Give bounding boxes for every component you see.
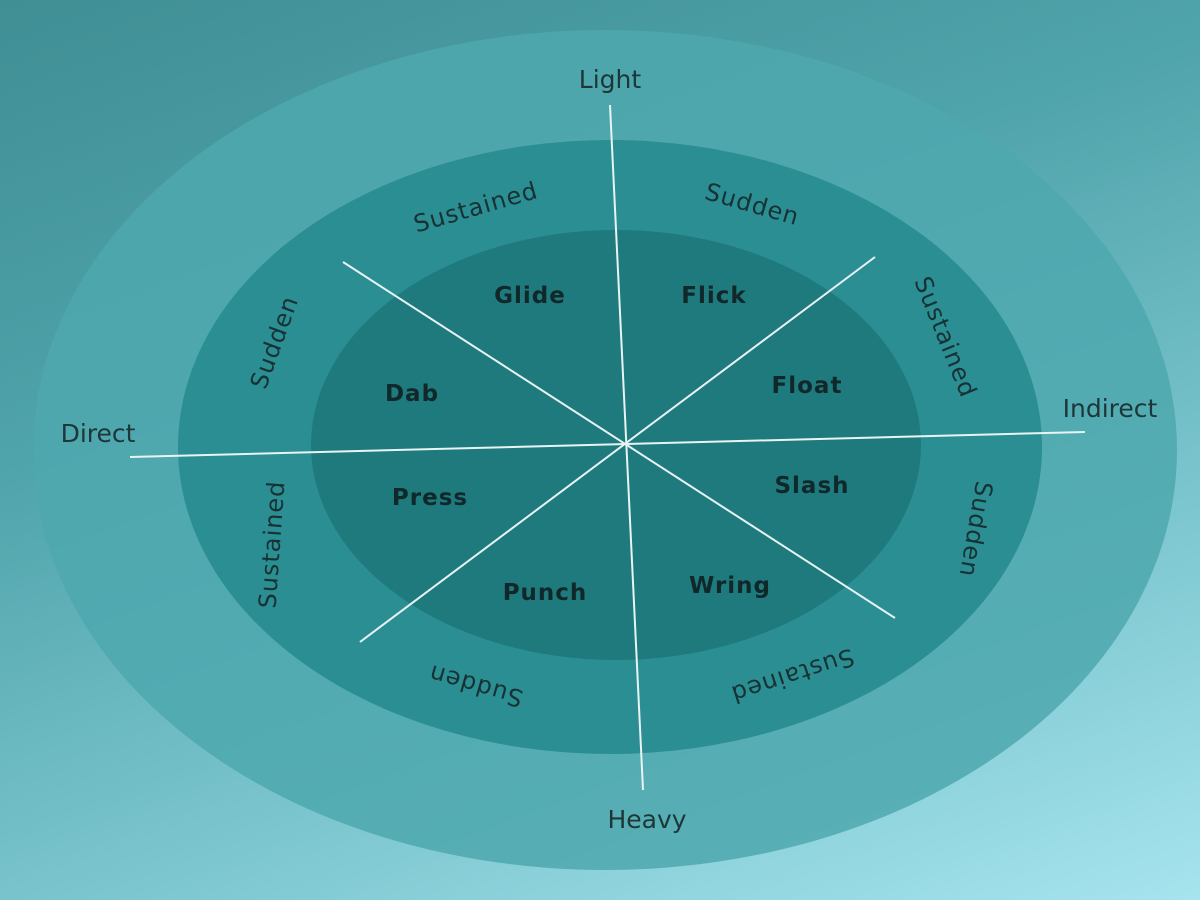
horizontal-axis-line — [129, 431, 1086, 458]
action-flick: Flick — [681, 283, 746, 309]
axis-label-heavy: Heavy — [607, 805, 686, 834]
action-press: Press — [392, 485, 468, 511]
axis-label-light: Light — [579, 65, 642, 94]
vertical-axis-line — [609, 104, 644, 791]
action-glide: Glide — [494, 283, 566, 309]
diagonal-line-2 — [359, 256, 876, 643]
axis-label-indirect: Indirect — [1063, 394, 1158, 423]
action-float: Float — [772, 373, 843, 399]
diagonal-line-1 — [342, 261, 896, 619]
action-dab: Dab — [385, 381, 439, 407]
action-slash: Slash — [774, 473, 849, 499]
action-punch: Punch — [503, 580, 588, 606]
axis-label-direct: Direct — [61, 419, 136, 448]
action-wring: Wring — [689, 573, 771, 599]
